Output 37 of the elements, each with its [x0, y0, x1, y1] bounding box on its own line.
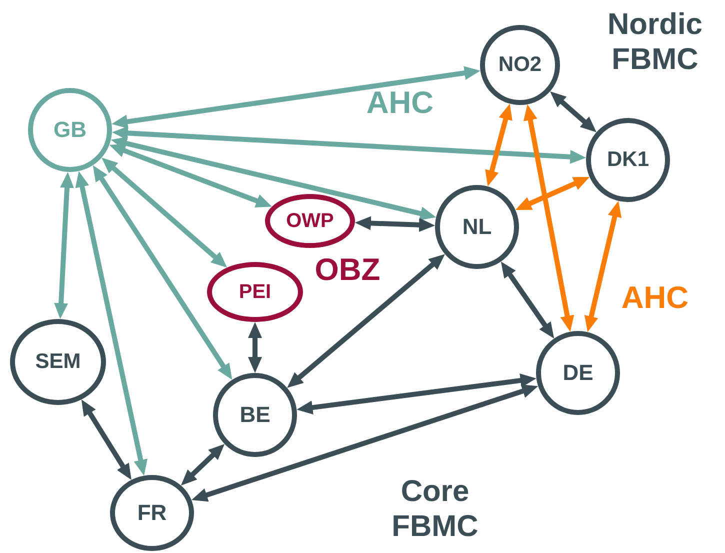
- node-label: DE: [562, 360, 594, 386]
- arrow: [296, 374, 536, 414]
- arrow: [112, 66, 480, 129]
- node-label: BE: [240, 402, 270, 428]
- arrow: [500, 262, 554, 338]
- arrow: [550, 91, 596, 132]
- region-label: Core FBMC: [390, 475, 480, 544]
- arrow: [110, 136, 436, 220]
- node-label: FR: [137, 500, 167, 526]
- node-label: OWP: [286, 210, 334, 232]
- arrow: [81, 400, 132, 480]
- arrow: [584, 200, 622, 332]
- node-label: NO2: [498, 53, 542, 77]
- region-label: Nordic FBMC: [606, 8, 704, 77]
- link-type-label: AHC: [365, 85, 435, 121]
- arrow: [112, 126, 586, 164]
- zone-label: OBZ: [314, 252, 382, 288]
- arrow: [248, 322, 262, 373]
- link-type-label: AHC: [620, 280, 690, 316]
- node-label: SEM: [35, 350, 81, 374]
- arrow: [354, 216, 436, 232]
- node-label: DK1: [606, 148, 649, 172]
- arrow: [109, 144, 272, 208]
- zone-ellipse: [265, 194, 355, 248]
- arrow: [180, 444, 225, 486]
- arrow: [92, 165, 232, 380]
- arrow: [515, 177, 590, 210]
- node-label: GB: [54, 117, 86, 143]
- arrow: [102, 158, 228, 268]
- node-label: PEI: [238, 280, 272, 304]
- arrow: [54, 172, 74, 320]
- arrow: [287, 254, 445, 388]
- arrow: [75, 171, 148, 476]
- arrow: [523, 104, 574, 332]
- arrow: [485, 104, 512, 186]
- node-label: NL: [462, 214, 492, 240]
- arrow: [191, 384, 538, 502]
